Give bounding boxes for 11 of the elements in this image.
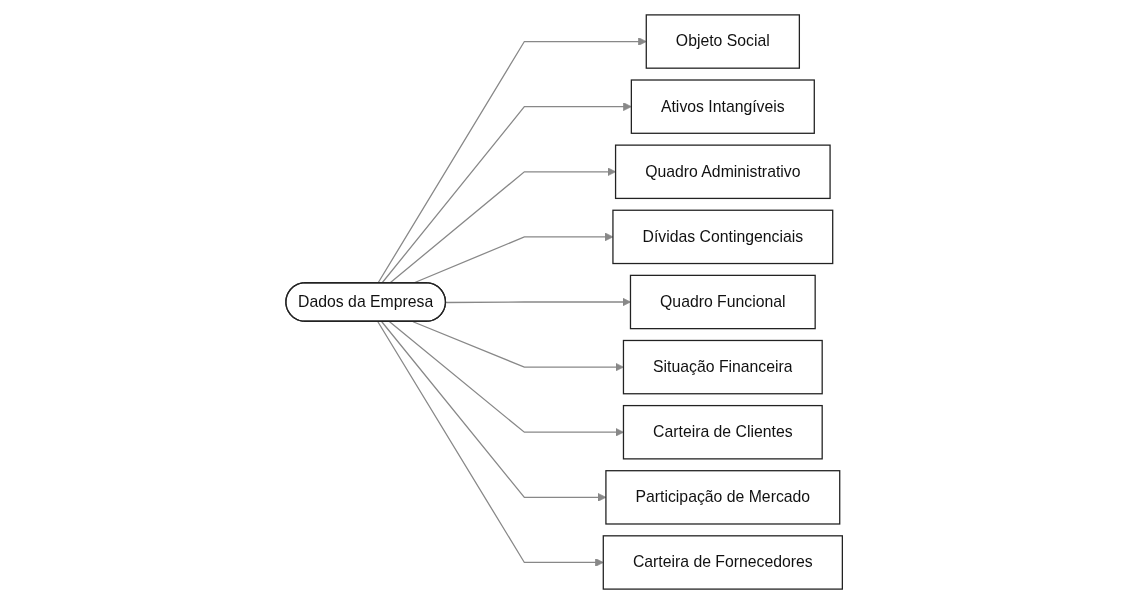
node-box: Quadro Administrativo: [615, 144, 832, 199]
node-box: Carteira de Clientes: [623, 404, 824, 459]
node-box: Participação de Mercado: [605, 469, 841, 525]
arrow: [381, 320, 607, 502]
node-box: Objeto Social: [646, 13, 801, 69]
node-box: Ativos Intangíveis: [631, 78, 816, 134]
arrow: [377, 320, 605, 567]
node-box: Quadro Funcional: [630, 274, 817, 329]
node-box: Dívidas Contingenciais: [612, 209, 834, 264]
node-box: Carteira de Fornecedores: [603, 534, 844, 590]
node-box: Situação Financeira: [623, 339, 824, 394]
